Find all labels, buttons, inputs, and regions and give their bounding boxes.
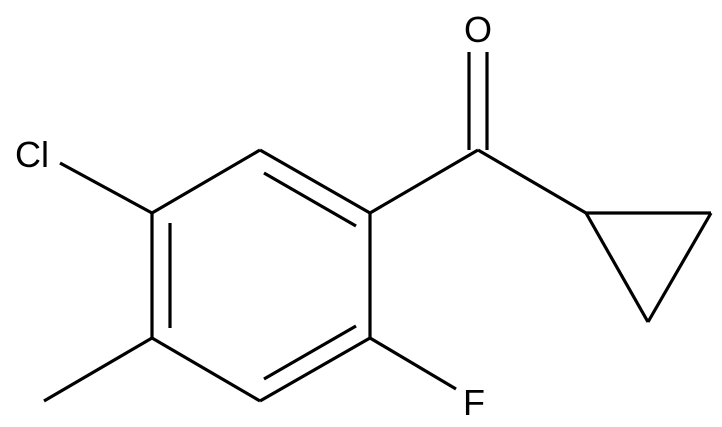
chlorine-atom-label: Cl [15, 134, 49, 175]
bond-cp-3 [584, 212, 650, 323]
bond-ring-carbonyl [369, 148, 479, 215]
bond-c3-c4 [259, 336, 371, 403]
bond-c6-c1 [151, 148, 261, 215]
bond-ring-chlorine [59, 161, 153, 215]
bond-ring-fluorine [369, 336, 457, 391]
bond-c1-c2-inner [263, 171, 357, 228]
bond-ring-methyl [43, 336, 153, 403]
bond-carbonyl-cyclopropyl [477, 148, 587, 215]
cyclopropane-ring [584, 211, 713, 323]
bond-c1-c2 [259, 148, 371, 215]
bond-c4-c5 [151, 336, 261, 403]
benzene-ring [150, 148, 372, 403]
bond-c3-c4-inner [263, 324, 357, 381]
oxygen-atom-label: O [464, 9, 492, 50]
fluorine-atom-label: F [463, 382, 485, 423]
bond-cp-2 [646, 212, 713, 323]
